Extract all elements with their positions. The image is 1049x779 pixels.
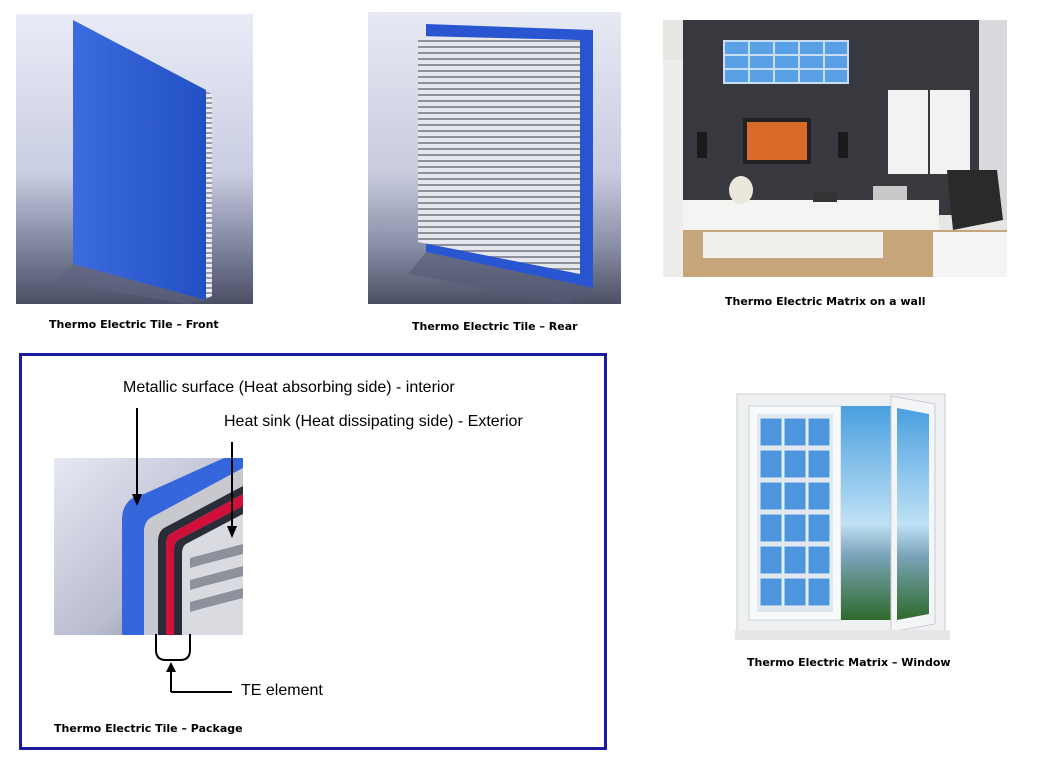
room-wall-photo <box>663 20 1007 277</box>
caption-tile-front: Thermo Electric Tile – Front <box>49 318 219 331</box>
tile-package-crosssection <box>54 458 243 635</box>
label-metallic-surface: Metallic surface (Heat absorbing side) -… <box>123 379 455 396</box>
label-heat-sink: Heat sink (Heat dissipating side) - Exte… <box>224 413 523 430</box>
caption-tile-rear: Thermo Electric Tile – Rear <box>412 320 578 333</box>
package-diagram-frame <box>19 353 607 750</box>
window-photo <box>735 392 950 642</box>
caption-wall: Thermo Electric Matrix on a wall <box>725 295 926 308</box>
tile-rear-photo <box>368 12 621 304</box>
label-te-element: TE element <box>241 682 323 699</box>
caption-tile-package: Thermo Electric Tile – Package <box>54 722 243 735</box>
wall-tile-matrix <box>723 40 849 84</box>
tile-front-photo <box>16 14 253 304</box>
caption-window: Thermo Electric Matrix – Window <box>747 656 951 669</box>
